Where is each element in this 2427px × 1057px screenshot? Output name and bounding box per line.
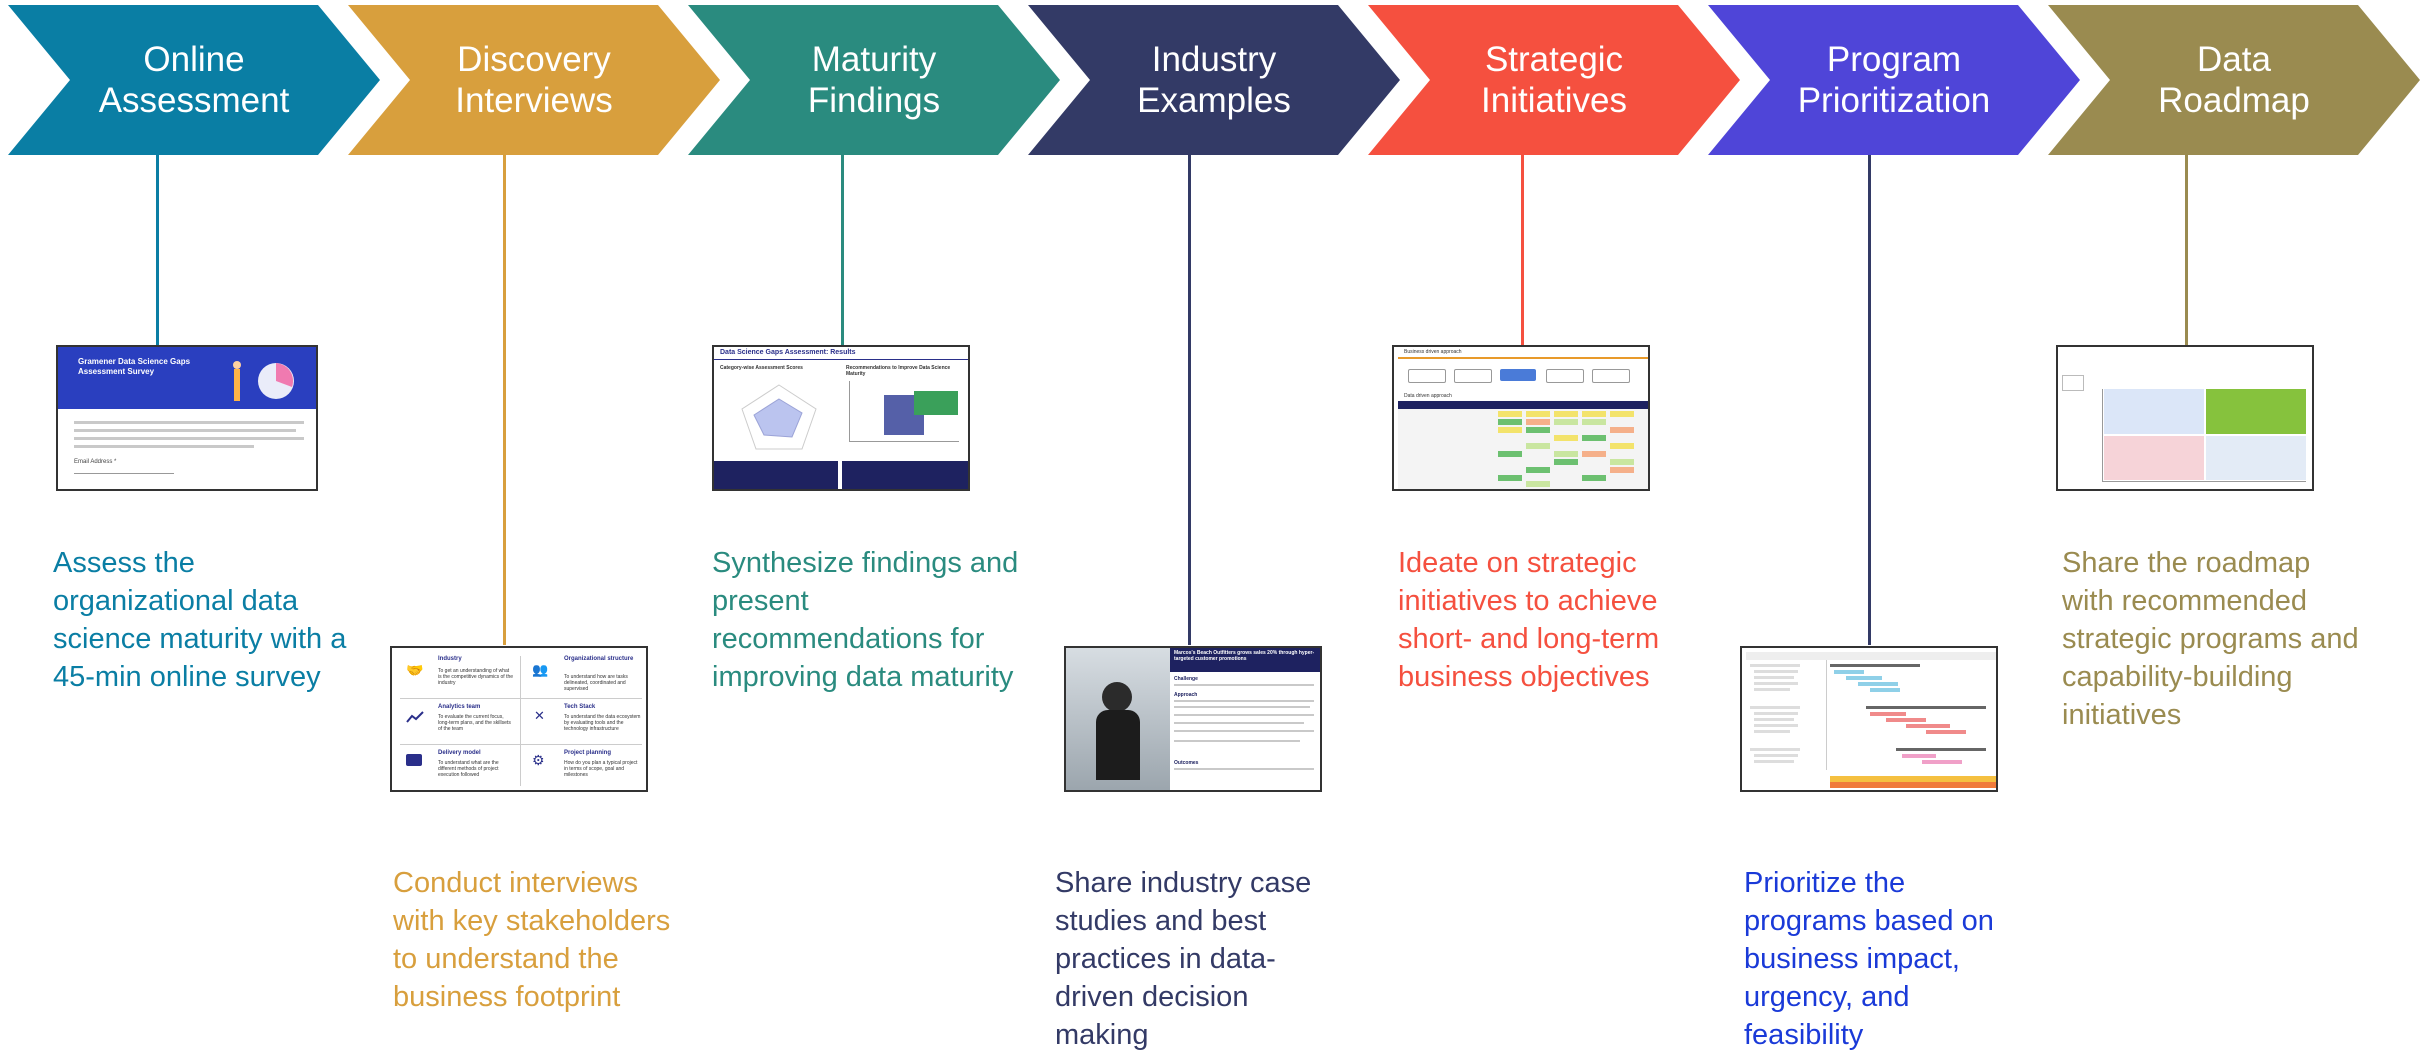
strategic-initiatives-thumbnail: Business driven approach Data driven app…	[1392, 345, 1650, 491]
program-gantt-thumbnail	[1740, 646, 1998, 792]
topic-text: To understand what are the different met…	[438, 760, 499, 778]
step-chevron-discovery-interviews: Discovery Interviews	[348, 5, 720, 155]
step-description-program-prioritization: Prioritize the programs based on busines…	[1744, 867, 1994, 1051]
survey-thumbnail: Gramener Data Science Gaps Assessment Su…	[56, 345, 318, 491]
step-description-maturity-findings: Synthesize findings and present recommen…	[712, 547, 1019, 693]
step-title: Program Prioritization	[1797, 40, 1991, 120]
topic-heading: Organizational structure	[564, 656, 634, 662]
line-chart-icon	[406, 711, 424, 723]
step-description-online-assessment: Assess the organizational data science m…	[53, 547, 347, 693]
topic-text: To get an understanding of what is the c…	[438, 668, 514, 686]
data-approach-title: Data driven approach	[1404, 393, 1452, 399]
tools-icon: ✕	[534, 708, 545, 723]
step-description-data-roadmap: Share the roadmap with recommended strat…	[2062, 547, 2359, 731]
business-approach-title: Business driven approach	[1404, 349, 1462, 355]
step-title: Maturity Findings	[807, 40, 941, 120]
radar-chart	[741, 384, 817, 450]
step-chevron-program-prioritization: Program Prioritization	[1708, 5, 2080, 155]
case-challenge: Challenge	[1174, 676, 1198, 682]
step-title: Industry Examples	[1137, 40, 1291, 120]
gantt-bars	[1750, 664, 1986, 764]
step-description-industry-examples: Share industry case studies and best pra…	[1055, 867, 1312, 1051]
survey-title: Gramener Data Science Gaps Assessment Su…	[78, 357, 191, 376]
initiatives-heatmap-table	[1398, 409, 1648, 489]
step-chevron-maturity-findings: Maturity Findings	[688, 5, 1060, 155]
step-title: Discovery Interviews	[455, 40, 613, 120]
maturity-results-thumbnail: Data Science Gaps Assessment: Results Ca…	[712, 345, 970, 491]
briefcase-icon	[406, 754, 422, 766]
handshake-icon: 🤝	[406, 662, 424, 678]
step-title: Data Roadmap	[2158, 40, 2310, 120]
step-chevron-strategic-initiatives: Strategic Initiatives	[1368, 5, 1740, 155]
topic-heading: Tech Stack	[564, 704, 596, 710]
connector-line	[1868, 155, 1871, 645]
topic-heading: Project planning	[564, 750, 612, 756]
case-outcome: Outcomes	[1174, 760, 1199, 766]
topic-heading: Industry	[438, 656, 462, 662]
interview-topics-thumbnail: 🤝 Industry To get an understanding of wh…	[390, 646, 648, 792]
step-title: Strategic Initiatives	[1481, 40, 1627, 120]
survey-field-label: Email Address *	[74, 459, 117, 465]
results-left-heading: Category-wise Assessment Scores	[720, 365, 803, 371]
connector-line	[1521, 155, 1524, 345]
topic-text: To evaluate the current focus, long-term…	[438, 714, 511, 732]
org-structure-icon: 👥	[532, 662, 549, 677]
step-description-discovery-interviews: Conduct interviews with key stakeholders…	[393, 867, 671, 1013]
connector-line	[503, 155, 506, 645]
step-chevron-data-roadmap: Data Roadmap	[2048, 5, 2420, 155]
results-title: Data Science Gaps Assessment: Results	[720, 349, 856, 356]
industry-case-study-thumbnail: Marcos's Beach Outfitters grows sales 20…	[1064, 646, 1322, 792]
topic-heading: Analytics team	[438, 704, 481, 710]
connector-line	[841, 155, 844, 345]
topic-text: To understand how are tasks delineated, …	[564, 674, 628, 692]
gear-icon: ⚙	[532, 752, 545, 768]
step-chevron-online-assessment: Online Assessment	[8, 5, 380, 155]
step-chevron-industry-examples: Industry Examples	[1028, 5, 1400, 155]
connector-line	[2185, 155, 2188, 345]
survey-illustration	[233, 361, 294, 401]
case-title: Marcos's Beach Outfitters grows sales 20…	[1174, 650, 1315, 662]
results-right-heading: Recommendations to Improve Data Science …	[846, 365, 951, 377]
topic-text: How do you plan a typical project in ter…	[564, 760, 638, 778]
topic-text: To understand the data ecosystem by eval…	[564, 714, 641, 732]
connector-line	[1188, 155, 1191, 645]
step-title: Online Assessment	[98, 40, 290, 120]
topic-heading: Delivery model	[438, 750, 481, 756]
connector-line	[156, 155, 159, 345]
case-approach: Approach	[1174, 692, 1198, 698]
roadmap-quadrant-thumbnail	[2056, 345, 2314, 491]
step-description-strategic-initiatives: Ideate on strategic initiatives to achie…	[1398, 547, 1660, 693]
